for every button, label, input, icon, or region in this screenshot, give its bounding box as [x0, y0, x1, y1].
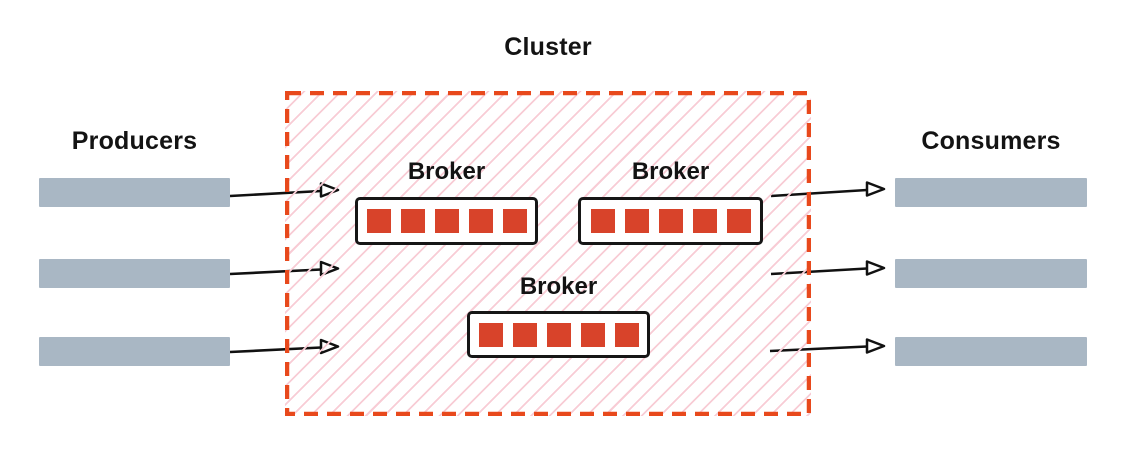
cluster-boundary: [285, 91, 811, 416]
partition-square: [502, 209, 527, 233]
partition-square: [692, 209, 717, 233]
consumer-bar: [895, 259, 1087, 288]
broker-label: Broker: [407, 158, 486, 185]
partition-square: [624, 209, 649, 233]
broker-box: [355, 197, 538, 245]
consumers-label: Consumers: [921, 127, 1061, 155]
partition-square: [434, 209, 459, 233]
partition-square: [512, 322, 537, 347]
cluster-title: Cluster: [504, 33, 592, 61]
producer-bar: [39, 259, 230, 288]
partition-square: [658, 209, 683, 233]
partition-square: [590, 209, 615, 233]
broker-label: Broker: [519, 273, 598, 300]
partition-square: [580, 322, 605, 347]
broker-box: [578, 197, 763, 245]
partition-square: [478, 322, 503, 347]
partition-square: [726, 209, 751, 233]
producer-bar: [39, 337, 230, 366]
partition-square: [546, 322, 571, 347]
consumer-bar: [895, 337, 1087, 366]
broker-label: Broker: [631, 158, 710, 185]
producer-bar: [39, 178, 230, 207]
partition-square: [614, 322, 639, 347]
broker-box: [467, 311, 650, 358]
partition-square: [468, 209, 493, 233]
partition-square: [366, 209, 391, 233]
cluster-dashed-border: [285, 91, 811, 416]
partition-square: [400, 209, 425, 233]
producers-label: Producers: [71, 127, 198, 155]
consumer-bar: [895, 178, 1087, 207]
